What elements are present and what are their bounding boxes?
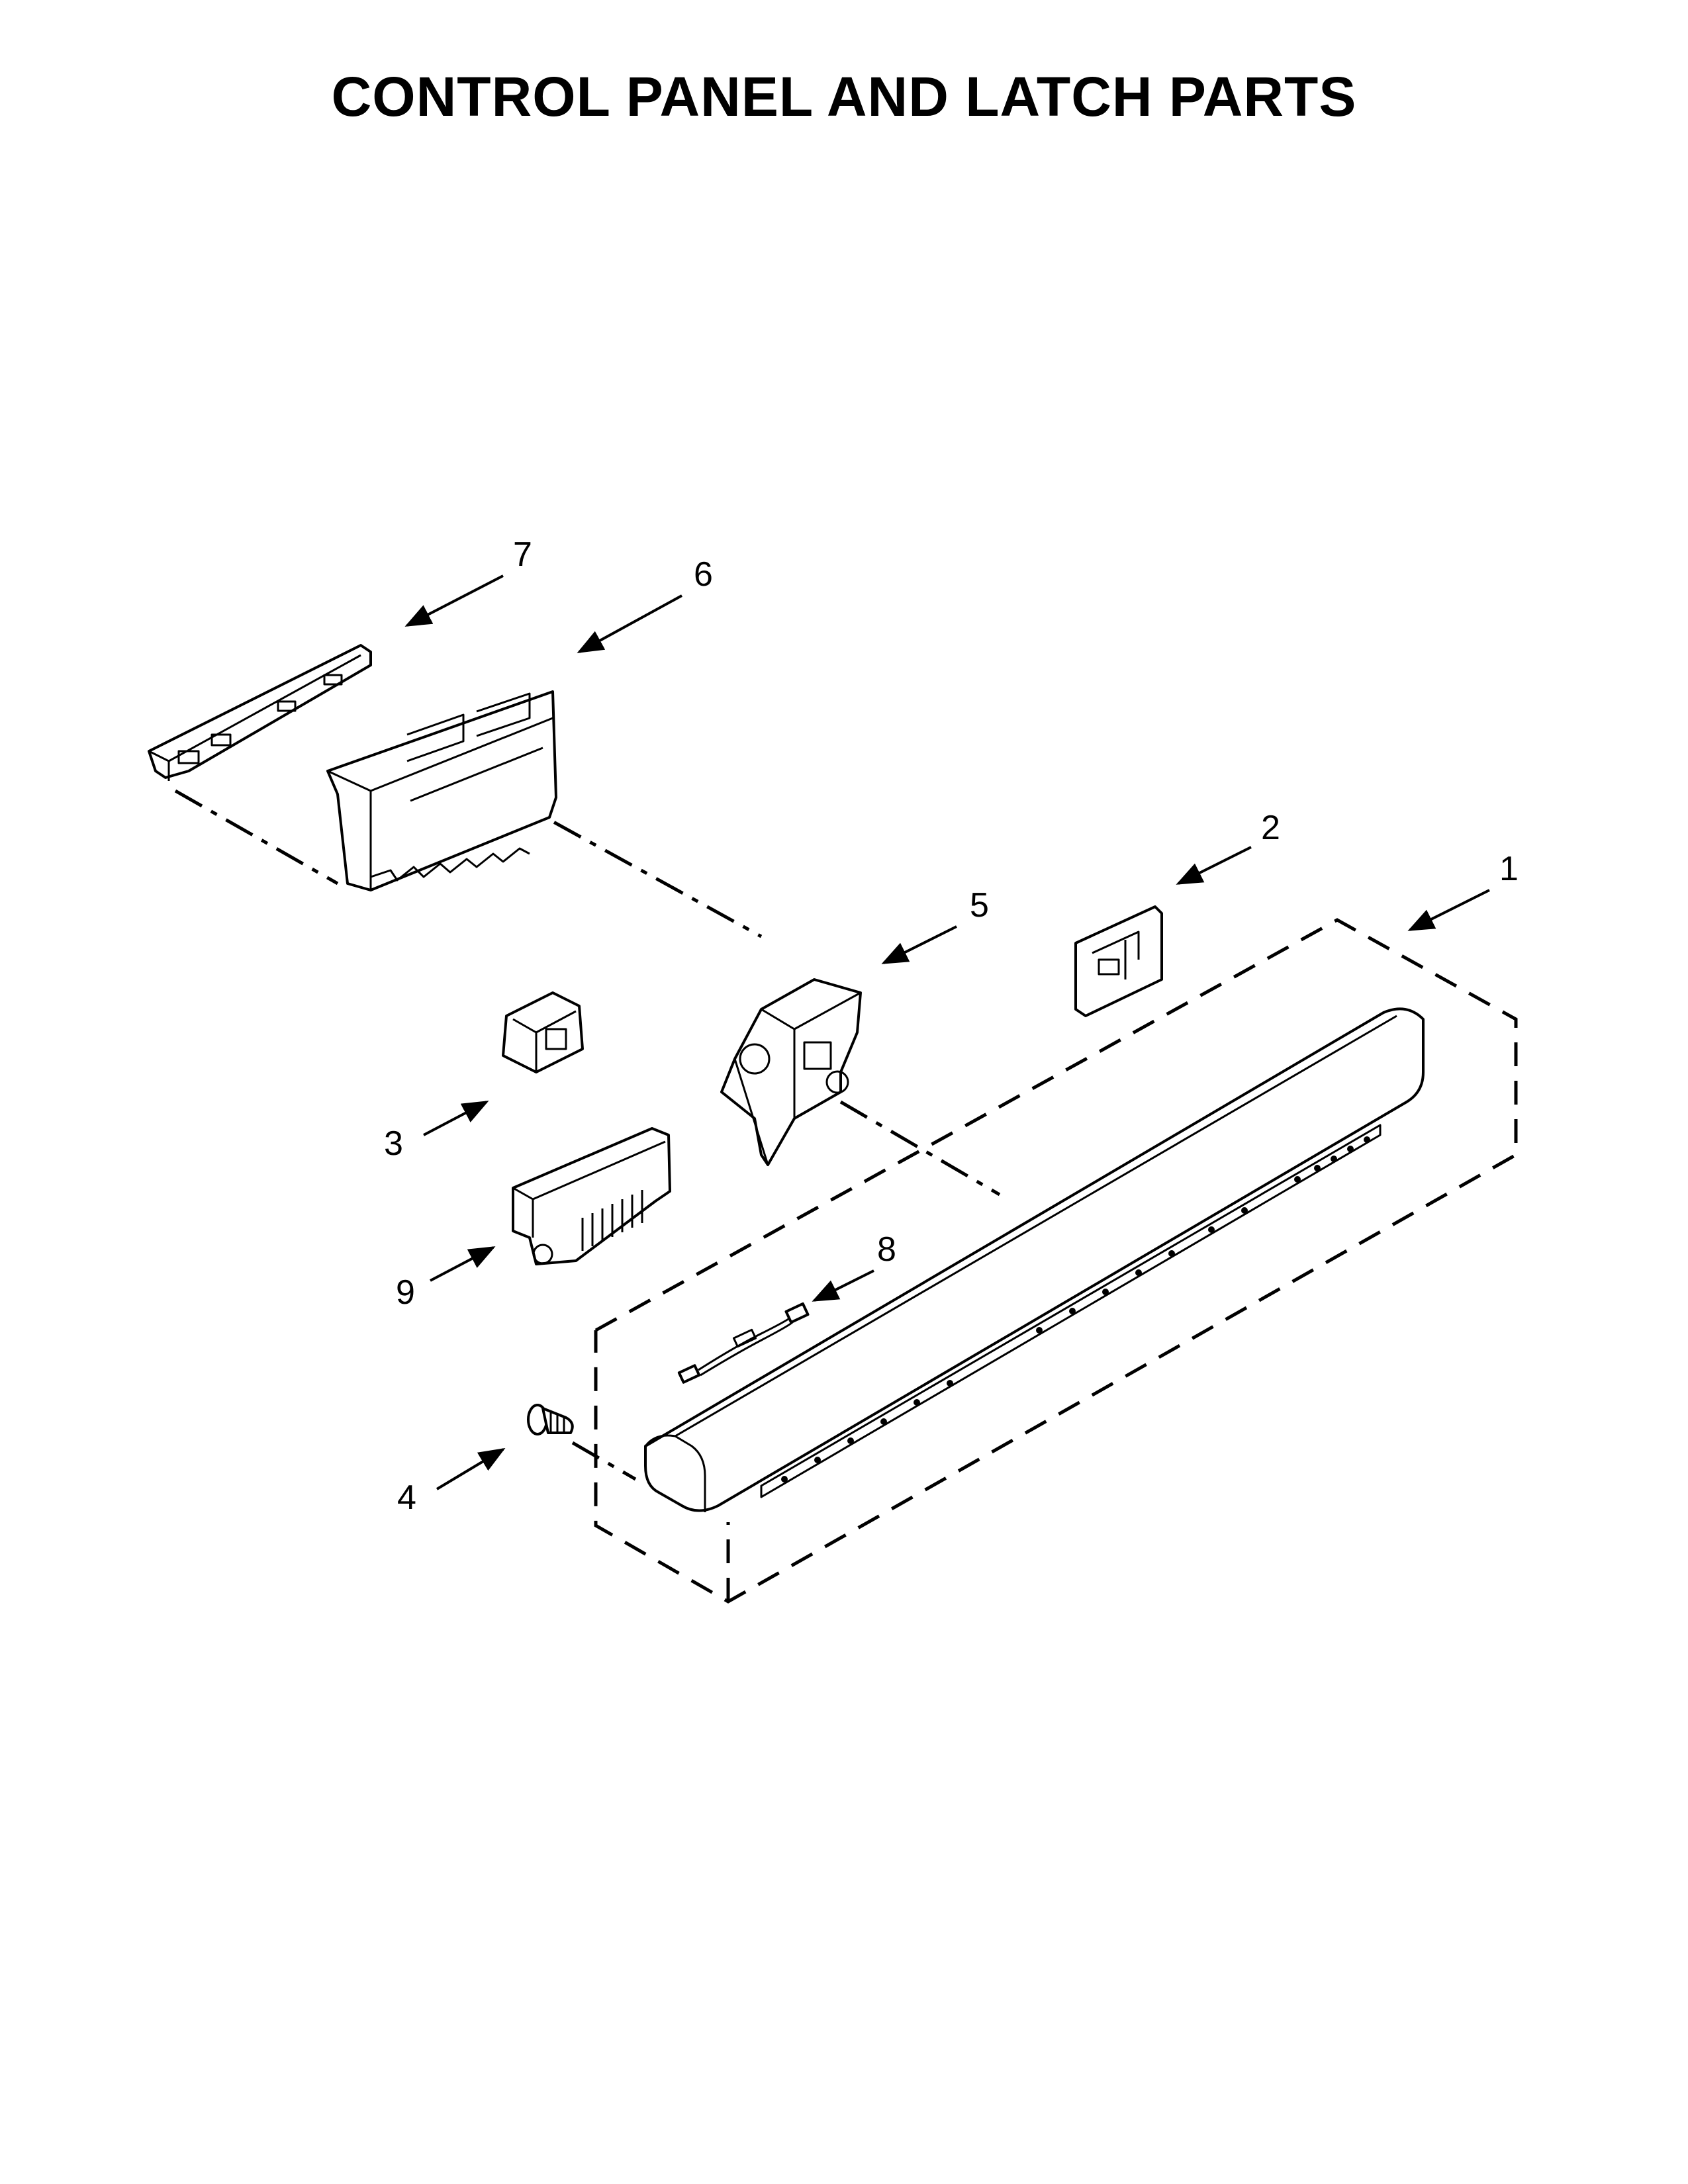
part-9-lower-bracket: [512, 1127, 671, 1265]
part-9-louvers: [581, 1190, 643, 1251]
part-5-door-latch: [720, 978, 862, 1166]
part-3-clip: [502, 991, 584, 1073]
assembly-dashed-outline: [594, 918, 1518, 1604]
callout-2: 2: [1261, 809, 1280, 847]
part-6-control-housing: [326, 690, 557, 891]
part-2-bracket-plate: [1074, 905, 1163, 1017]
part-1-control-panel: [644, 1007, 1425, 1512]
page-title: CONTROL PANEL AND LATCH PARTS: [331, 66, 1357, 128]
part-8-wire-harness: [677, 1302, 810, 1384]
callout-3: 3: [384, 1124, 403, 1163]
callout-8: 8: [877, 1230, 896, 1269]
panel-button-holes: [781, 1136, 1370, 1482]
callout-5: 5: [970, 886, 989, 925]
callout-9: 9: [396, 1273, 415, 1312]
callout-7: 7: [513, 535, 532, 574]
callout-4: 4: [397, 1479, 416, 1517]
callout-1: 1: [1499, 850, 1519, 888]
alignment-lines: [174, 789, 1001, 1481]
callout-6: 6: [694, 555, 713, 594]
part-7-bracket-rail: [148, 644, 372, 781]
leader-arrows: [404, 574, 1490, 1490]
part-4-screw: [527, 1404, 574, 1435]
